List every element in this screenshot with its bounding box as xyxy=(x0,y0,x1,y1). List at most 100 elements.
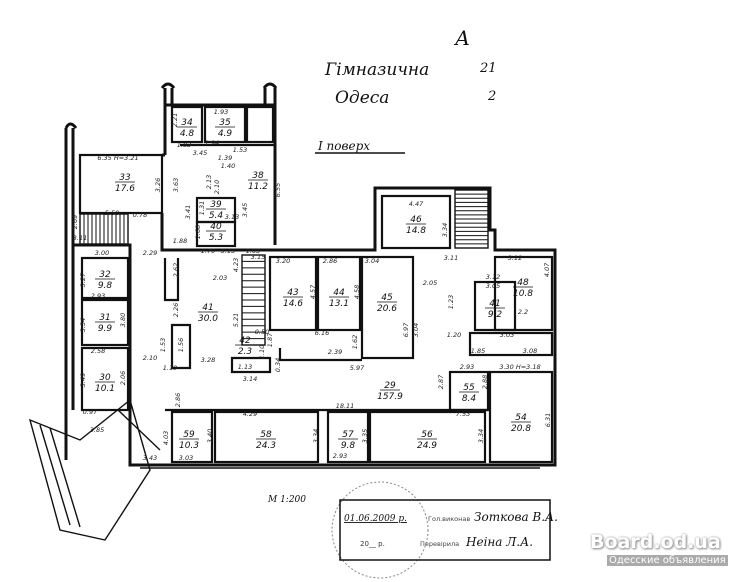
dimension-label: 6.55 xyxy=(274,183,282,197)
dimension-label: 3.34 xyxy=(477,429,485,443)
dimension-label: 1.87 xyxy=(266,332,274,347)
building-letter: А xyxy=(453,26,470,50)
dimension-label: 1.93 xyxy=(214,108,228,116)
dimension-label: 3.45 xyxy=(193,149,207,157)
dimension-label: 2.93 xyxy=(91,292,105,300)
dimension-label: 4.58 xyxy=(353,285,361,299)
dimension-label: 3.04 xyxy=(412,323,420,337)
dimension-label: 3.30 H=3.18 xyxy=(499,363,540,371)
dimension-label: 3.12 xyxy=(486,273,500,281)
room-area: 10.8 xyxy=(513,289,533,299)
room-area: 11.2 xyxy=(248,182,268,192)
dimension-label: 2.06 xyxy=(119,371,127,385)
room-number: 34 xyxy=(181,118,193,128)
room-area: 20.6 xyxy=(377,304,397,314)
dimension-label: 1.19 xyxy=(163,364,177,372)
room-number: 31 xyxy=(99,313,110,323)
dimension-label: 5.97 xyxy=(350,364,365,372)
dimension-label: 1.62 xyxy=(351,335,359,349)
stairs xyxy=(28,189,489,541)
room-area: 2.3 xyxy=(238,347,253,357)
room-number: 41 xyxy=(489,299,500,309)
stamp-frame xyxy=(339,499,551,561)
dimension-label: 0.97 xyxy=(83,408,98,416)
dimension-label: 1.68 xyxy=(194,225,202,239)
dimension-label: 2.10 xyxy=(143,354,157,362)
dimension-label: 2.58 xyxy=(91,347,105,355)
room-area: 13.1 xyxy=(329,299,349,309)
room-number: 39 xyxy=(210,200,222,210)
dimension-label: 3.41 xyxy=(184,205,192,219)
seal-circle xyxy=(331,481,429,579)
dimension-label: 3.49 xyxy=(79,373,87,387)
watermark-subtitle: Одесские объявления xyxy=(607,555,728,566)
dimension-label: 4.03 xyxy=(162,431,170,445)
checked-label: Перевірила xyxy=(420,540,459,548)
dimension-label: 3.11 xyxy=(444,254,458,262)
dimension-label: 4.29 xyxy=(243,410,257,418)
dimension-label: 2.13 xyxy=(205,175,213,189)
room-number: 35 xyxy=(219,118,231,128)
room-area: 5.3 xyxy=(209,233,224,243)
room-number: 54 xyxy=(515,413,527,423)
dimension-label: 2.26 xyxy=(172,303,180,317)
room-area: 10.3 xyxy=(179,441,199,451)
dimension-label: 4.07 xyxy=(543,262,551,277)
room-number: 40 xyxy=(210,222,222,232)
dimension-label: 3.20 xyxy=(276,257,290,265)
dimension-label: 3.00 xyxy=(95,249,109,257)
room-area: 24.3 xyxy=(256,441,276,451)
dimension-label: 3.27 xyxy=(79,272,87,287)
executed-by: Зоткова В.А. xyxy=(474,510,558,524)
dimension-label: 7.53 xyxy=(456,410,470,418)
dimension-label: 2.88 xyxy=(481,375,489,389)
dimension-label: 1.53 xyxy=(159,338,167,352)
room-number: 42 xyxy=(239,336,251,346)
house-number: 21 xyxy=(479,61,497,76)
room-area: 8.4 xyxy=(462,394,477,404)
room-area: 5.4 xyxy=(209,211,224,221)
room-number: 33 xyxy=(119,173,131,183)
room-number: 38 xyxy=(252,171,264,181)
dimension-label: 2.93 xyxy=(333,452,347,460)
dimension-label: 1.13 xyxy=(238,363,252,371)
dimension-label: 1.31 xyxy=(198,201,206,215)
room-number: 41 xyxy=(202,303,213,313)
dimension-label: 1.56 xyxy=(177,338,185,352)
scale-label: М 1:200 xyxy=(267,495,306,505)
stamp-date: 01.06.2009 р. xyxy=(344,514,407,524)
dimension-label: 1.53 xyxy=(233,146,247,154)
room-area: 4.8 xyxy=(180,129,195,139)
room-area: 30.0 xyxy=(198,314,218,324)
approval-stamp: 01.06.2009 р. Гол.виконав Зоткова В.А. 2… xyxy=(331,481,558,579)
dimension-label: 2.03 xyxy=(213,274,227,282)
dimension-label: 2.39 xyxy=(328,348,342,356)
dimension-label: 3.26 xyxy=(154,178,162,192)
dimension-label: 5.50 xyxy=(105,209,119,217)
dimension-label: 3.03 xyxy=(179,454,193,462)
city-number: 2 xyxy=(487,89,496,104)
dimension-label: 2.29 xyxy=(143,249,157,257)
room-number: 57 xyxy=(342,430,354,440)
dimension-label: 1.20 xyxy=(447,331,461,339)
dimension-label: 3.15 xyxy=(251,253,265,261)
dimension-label: 6.16 xyxy=(315,329,329,337)
dimension-label: 3.40 xyxy=(206,429,214,443)
checked-by: Неіна Л.А. xyxy=(465,535,533,549)
dimension-label: 3.28 xyxy=(201,356,215,364)
dimension-label: 2.10 xyxy=(213,180,221,194)
room-number: 56 xyxy=(421,430,433,440)
dimension-label: 1.83 xyxy=(177,141,191,149)
city-name: Одеса xyxy=(335,88,389,108)
stamp-date2: 20__ р. xyxy=(360,540,385,548)
dimension-label: 3.03 xyxy=(500,331,514,339)
room-area: 4.9 xyxy=(218,129,233,139)
room-labels: 3317.6344.8354.93811.2395.4405.34614.832… xyxy=(95,118,533,451)
dimension-label: 1.88 xyxy=(173,237,187,245)
dimension-label: 6.31 xyxy=(544,413,552,427)
dimension-label: 2.69 xyxy=(71,215,79,229)
header: А Гімназична 21 Одеса 2 I поверх xyxy=(315,26,497,154)
room-area: 14.8 xyxy=(406,226,426,236)
